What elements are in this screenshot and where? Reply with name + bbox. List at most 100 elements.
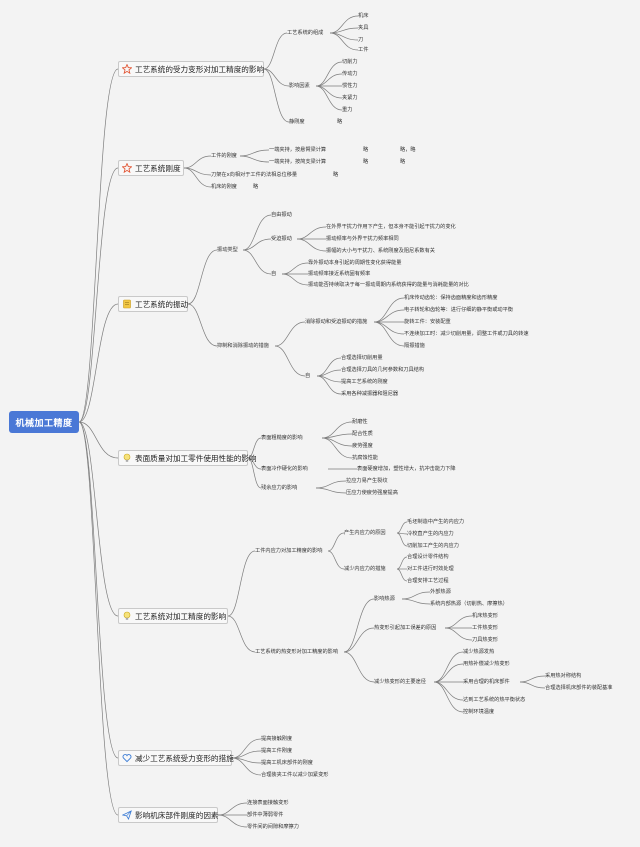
topic-node[interactable]: 合理选择刀具的几何参数和刀具结构: [341, 366, 425, 373]
topic-node[interactable]: 提高工机床部件的刚度: [261, 759, 313, 766]
topic-node[interactable]: 旋转工件：安装配重: [404, 318, 451, 325]
topic-node[interactable]: 自: [305, 372, 311, 379]
topic-node[interactable]: 减少热源发热: [463, 648, 495, 655]
topic-node[interactable]: 表面冷作硬化的影响: [261, 465, 308, 472]
connector-line: [78, 68, 119, 423]
topic-node[interactable]: 抑制和消除振动的措施: [217, 342, 269, 349]
topic-node[interactable]: 靠外振动本身引起的周期性变化获得能量: [308, 259, 402, 266]
topic-node[interactable]: 提高工件刚度: [261, 747, 293, 754]
topic-node[interactable]: 机床传动齿轮：保持齿面精度和齿形精度: [404, 294, 498, 301]
topic-node[interactable]: 产生内应力的原因: [344, 529, 386, 536]
topic-node[interactable]: 系统内部热源（切削热、摩擦热）: [430, 600, 508, 607]
topic-node[interactable]: 工件内应力对加工精度的影响: [255, 547, 323, 554]
topic-node[interactable]: 合理安排工艺过程: [407, 577, 449, 584]
topic-node[interactable]: 采用热对称结构: [545, 672, 582, 679]
topic-node[interactable]: 刀架在x向相对于工件的法相总位移量: [211, 171, 298, 178]
topic-node[interactable]: 零件间的间隙和摩擦力: [247, 823, 299, 830]
topic-node[interactable]: 自: [271, 270, 277, 277]
topic-node[interactable]: 减少内应力的措施: [344, 565, 386, 572]
topic-node[interactable]: 表面粗糙度的影响: [261, 434, 303, 441]
topic-node[interactable]: 工件的刚度: [211, 152, 237, 159]
topic-node[interactable]: 略: [253, 183, 259, 190]
topic-node[interactable]: 冷校直产生的内应力: [407, 530, 454, 537]
topic-node[interactable]: 工艺系统的热变形对加工精度的影响: [255, 648, 339, 655]
topic-node[interactable]: 表面硬度增加，塑性增大，抗冲击能力下降: [357, 465, 456, 472]
topic-node[interactable]: 减少热变形的主要途径: [374, 678, 426, 685]
branch-force-deformation[interactable]: 工艺系统的受力变形对加工精度的影响: [118, 61, 264, 77]
topic-node[interactable]: 热变形引起加工误差的原因: [374, 624, 437, 631]
topic-node[interactable]: 夹具: [358, 24, 369, 31]
topic-node[interactable]: 略: [363, 158, 369, 165]
topic-node[interactable]: 自由振动: [271, 211, 292, 218]
topic-node[interactable]: 机床: [358, 12, 369, 19]
topic-node[interactable]: 略: [333, 171, 339, 178]
topic-node[interactable]: 略: [400, 158, 406, 165]
topic-node[interactable]: 电子转轮和齿轮等：进行仔细的静平衡或动平衡: [404, 306, 513, 313]
topic-node[interactable]: 合理选择切削用量: [341, 354, 383, 361]
topic-node[interactable]: 合理装夹工件以减少加紧变形: [261, 771, 329, 778]
topic-node[interactable]: 静刚度: [289, 118, 305, 125]
topic-node[interactable]: 影响因素: [289, 82, 310, 89]
topic-node[interactable]: 振动类型: [217, 246, 238, 253]
topic-node[interactable]: 机床热变形: [472, 612, 498, 619]
topic-node[interactable]: 部件中薄弱零件: [247, 811, 284, 818]
topic-node[interactable]: 机床的刚度: [211, 183, 237, 190]
connector-line: [401, 591, 431, 600]
topic-node[interactable]: 采用各种减振器和阻尼器: [341, 390, 399, 397]
topic-node[interactable]: 对工件进行时效处理: [407, 565, 454, 572]
topic-node[interactable]: 采用合理的机床部件: [463, 678, 510, 685]
topic-node[interactable]: 消除振动和受迫振动的措施: [305, 318, 368, 325]
topic-node[interactable]: 惯性力: [342, 82, 358, 89]
topic-node[interactable]: 耐磨性: [352, 418, 368, 425]
topic-node[interactable]: 刀具热变形: [472, 636, 498, 643]
topic-node[interactable]: 提高工艺系统的刚度: [341, 378, 388, 385]
topic-node[interactable]: 振动能否持续取决于每一振动周期内系统获得的能量与消耗能量的对比: [308, 281, 469, 288]
topic-node[interactable]: 用热补偿减少热变形: [463, 660, 510, 667]
branch-system-stiffness[interactable]: 工艺系统刚度: [118, 160, 184, 176]
topic-node[interactable]: 振动频率接近系统固有频率: [308, 270, 371, 277]
topic-node[interactable]: 一端夹持，按简支梁计算: [269, 158, 327, 165]
topic-node[interactable]: 工件: [358, 46, 369, 53]
branch-reduce-deformation[interactable]: 减少工艺系统受力变形的措施: [118, 750, 234, 766]
topic-node[interactable]: 传动力: [342, 70, 358, 77]
topic-node[interactable]: 在外界干扰力作用下产生，但本身不能引起干扰力的变化: [326, 223, 456, 230]
topic-node[interactable]: 略，略: [400, 146, 416, 153]
topic-node[interactable]: 刀: [358, 36, 364, 43]
topic-node[interactable]: 影响热源: [374, 595, 395, 602]
topic-node[interactable]: 振动频率与外界干扰力频率相同: [326, 235, 399, 242]
topic-node[interactable]: 切削加工产生的内应力: [407, 542, 459, 549]
root-topic[interactable]: 机械加工精度: [9, 411, 79, 433]
topic-node[interactable]: 提高接触刚度: [261, 735, 293, 742]
topic-node[interactable]: 受迫振动: [271, 235, 292, 242]
topic-node[interactable]: 配合性质: [352, 430, 373, 437]
topic-node[interactable]: 达到工艺系统的热平衡状态: [463, 696, 526, 703]
topic-node[interactable]: 毛坯制造中产生的内应力: [407, 518, 465, 525]
topic-node[interactable]: 略: [363, 146, 369, 153]
topic-node[interactable]: 抗腐蚀性能: [352, 454, 378, 461]
topic-node[interactable]: 重力: [342, 106, 353, 113]
lightbulb-icon: [122, 453, 132, 464]
topic-node[interactable]: 合理设计零件结构: [407, 553, 449, 560]
topic-node[interactable]: 振幅的大小与干扰力、系统刚度及阻尼系数有关: [326, 247, 435, 254]
topic-node[interactable]: 拉应力易产生裂纹: [346, 477, 388, 484]
topic-node[interactable]: 夹紧力: [342, 94, 358, 101]
topic-node[interactable]: 连接表面接触变形: [247, 799, 289, 806]
branch-system-vibration[interactable]: 工艺系统的振动: [118, 296, 188, 312]
topic-node[interactable]: 合理选择机床部件的装配基准: [545, 684, 613, 691]
topic-node[interactable]: 一端夹持，按悬臂梁计算: [269, 146, 327, 153]
topic-node[interactable]: 切削力: [342, 58, 358, 65]
topic-node[interactable]: 压应力使疲劳强度提高: [346, 489, 398, 496]
topic-node[interactable]: 工艺系统的组成: [287, 29, 324, 36]
branch-surface-quality[interactable]: 表面质量对加工零件使用性能的影响: [118, 450, 257, 466]
topic-node[interactable]: 不连续加工时：减少切削用量，调整工件或刀具的转速: [404, 330, 529, 337]
topic-node[interactable]: 略: [337, 118, 343, 125]
topic-node[interactable]: 疲劳强度: [352, 442, 373, 449]
topic-node[interactable]: 隔振措施: [404, 342, 425, 349]
topic-node[interactable]: 控制环境温度: [463, 708, 495, 715]
topic-node[interactable]: 残余应力的影响: [261, 484, 298, 491]
connector-line: [183, 155, 212, 169]
topic-node[interactable]: 外部热源: [430, 588, 451, 595]
branch-system-accuracy[interactable]: 工艺系统对加工精度的影响: [118, 608, 228, 624]
branch-machine-stiffness[interactable]: 影响机床部件刚度的因素: [118, 807, 219, 823]
topic-node[interactable]: 工件热变形: [472, 624, 498, 631]
